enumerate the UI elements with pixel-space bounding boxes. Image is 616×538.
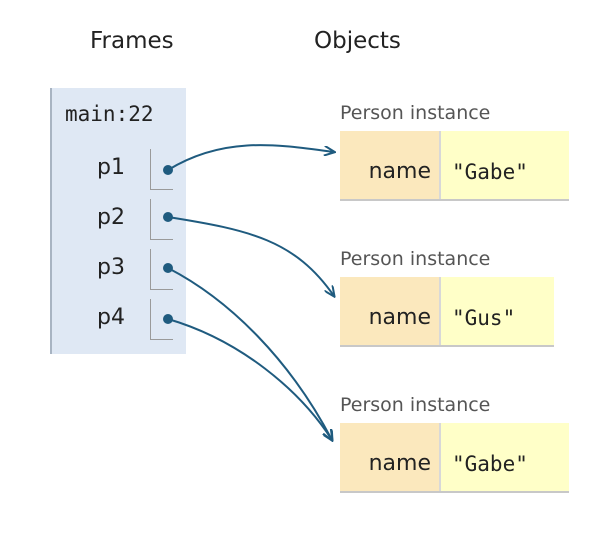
object-title-1: Person instance bbox=[340, 102, 491, 124]
arrow-p2 bbox=[167, 216, 334, 296]
arrow-p3 bbox=[167, 267, 332, 440]
pointer-dot-p3 bbox=[163, 263, 173, 273]
stack-frame bbox=[50, 88, 186, 354]
variable-slot-p3 bbox=[150, 249, 173, 290]
object-table-2: name "Gus" bbox=[340, 277, 554, 347]
variable-label-p3: p3 bbox=[97, 255, 125, 280]
frame-name: main:22 bbox=[65, 102, 154, 126]
variable-slot-p1 bbox=[150, 149, 173, 190]
object-field-value-2: "Gus" bbox=[441, 277, 554, 345]
variable-slot-p2 bbox=[150, 199, 173, 240]
variable-label-p4: p4 bbox=[97, 305, 125, 330]
object-field-name-3: name bbox=[340, 423, 441, 491]
object-title-3: Person instance bbox=[340, 394, 491, 416]
pointer-dot-p2 bbox=[163, 212, 173, 222]
variable-slot-p4 bbox=[150, 299, 173, 340]
frames-heading: Frames bbox=[90, 28, 174, 54]
object-field-name-1: name bbox=[340, 131, 441, 199]
object-table-3: name "Gabe" bbox=[340, 423, 569, 493]
object-field-value-3: "Gabe" bbox=[441, 423, 569, 491]
pointer-dot-p4 bbox=[163, 314, 173, 324]
object-field-name-2: name bbox=[340, 277, 441, 345]
pointer-dot-p1 bbox=[163, 165, 173, 175]
object-title-2: Person instance bbox=[340, 248, 491, 270]
arrow-p1 bbox=[167, 144, 334, 171]
variable-label-p2: p2 bbox=[97, 205, 125, 230]
object-table-1: name "Gabe" bbox=[340, 131, 569, 201]
objects-heading: Objects bbox=[314, 28, 401, 54]
arrow-p4 bbox=[167, 318, 332, 440]
object-field-value-1: "Gabe" bbox=[441, 131, 569, 199]
variable-label-p1: p1 bbox=[97, 155, 125, 180]
